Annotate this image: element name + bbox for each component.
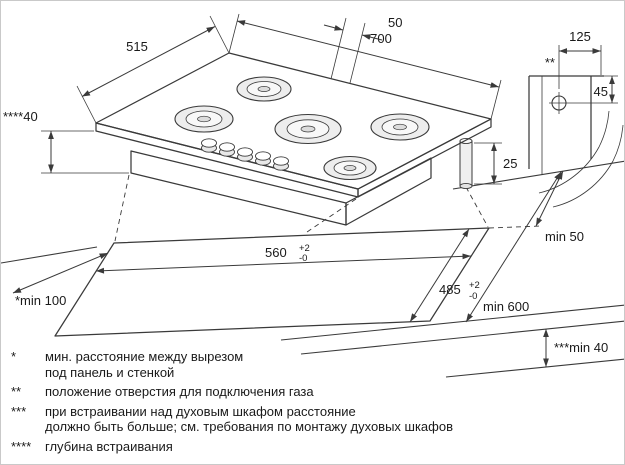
knob (219, 142, 235, 157)
edge-height-dimension: 25 (474, 142, 517, 185)
detail-horizontal-label: 125 (569, 29, 591, 44)
below-clearance-dimension: ***min 40 (543, 329, 608, 367)
burners (174, 76, 430, 181)
footnote-text: при встраивании над духовым шкафом расст… (45, 403, 356, 419)
footnote-marker: *** (11, 403, 27, 419)
footnote-text: под панель и стенкой (45, 364, 175, 380)
footnote-build-depth: **** глубина встраивания (11, 439, 551, 455)
footnote-oven-clearance: *** при встраивании над духовым шкафом р… (11, 404, 551, 435)
cutout-width-tol-plus: +2 (299, 243, 310, 254)
footnote-gas-hole: ** положение отверстия для подключения г… (11, 384, 551, 400)
build-depth-dimension: ****40 (3, 109, 129, 174)
footnote-marker: ** (11, 384, 22, 399)
control-knobs (201, 138, 289, 171)
break-curve (552, 124, 624, 208)
oven-top-line (445, 358, 624, 378)
cutout-depth-tol-plus: +2 (469, 280, 480, 291)
footnote-marker: * (11, 349, 17, 364)
rear-clearance-dimension: min 50 (535, 170, 584, 244)
cutout-width-tol-minus: -0 (299, 253, 307, 264)
detail-footnote-marker: ** (545, 55, 555, 70)
cutout-width-label: 560 (265, 245, 287, 260)
hob-width-dimension: 700 (228, 13, 502, 120)
edge-height-label: 25 (503, 156, 517, 171)
gas-offset-dimension: 50 (323, 15, 402, 84)
hob-depth-label: 515 (126, 39, 148, 54)
hob (95, 52, 492, 226)
build-depth-label: ****40 (3, 109, 38, 124)
footnote-text: мин. расстояние между вырезом (45, 349, 244, 364)
knob (201, 138, 217, 153)
burner-front (323, 155, 377, 181)
hob-body-front-face (130, 150, 347, 226)
burner-back (236, 76, 292, 102)
break-curve (538, 110, 610, 194)
side-clearance-label: *min 100 (15, 293, 66, 308)
detail-vertical-label: 45 (594, 84, 608, 99)
burner-right (370, 113, 430, 141)
footnote-marker: **** (11, 438, 32, 454)
cutout-depth-dimension: 485 +2 -0 (409, 228, 480, 323)
rear-clearance-label: min 50 (545, 229, 584, 244)
footnote-text: должно быть больше; см. требования по мо… (45, 419, 453, 434)
below-clearance-label: ***min 40 (554, 340, 608, 355)
knob (255, 151, 271, 166)
gas-offset-label: 50 (388, 15, 402, 30)
hob-depth-dimension: 515 (76, 15, 230, 124)
knob (237, 147, 253, 162)
gas-connection-detail: 125 ** 45 (528, 29, 624, 208)
cutout-depth-tol-minus: -0 (469, 291, 477, 302)
footnotes: * мин. расстояние между вырезом под пане… (11, 349, 551, 458)
cutout-depth-label: 485 (439, 282, 461, 297)
worktop-depth-label: min 600 (483, 299, 529, 314)
knob (273, 156, 289, 171)
hob-foot (459, 137, 473, 190)
side-clearance-dimension: *min 100 (12, 252, 109, 308)
footnote-text: глубина встраивания (45, 438, 173, 454)
hob-width-label: 700 (370, 31, 392, 46)
burner-center (274, 113, 342, 145)
footnote-text: положение отверстия для подключения газа (45, 384, 314, 399)
worktop-back-edge (1, 160, 624, 264)
worktop-depth-dimension: min 600 (465, 171, 562, 323)
burner-left (174, 105, 234, 133)
cutout-width-dimension: 560 +2 -0 (95, 243, 472, 274)
worktop-front-edge (280, 304, 624, 355)
footnote-side-clearance: * мин. расстояние между вырезом под пане… (11, 349, 551, 380)
